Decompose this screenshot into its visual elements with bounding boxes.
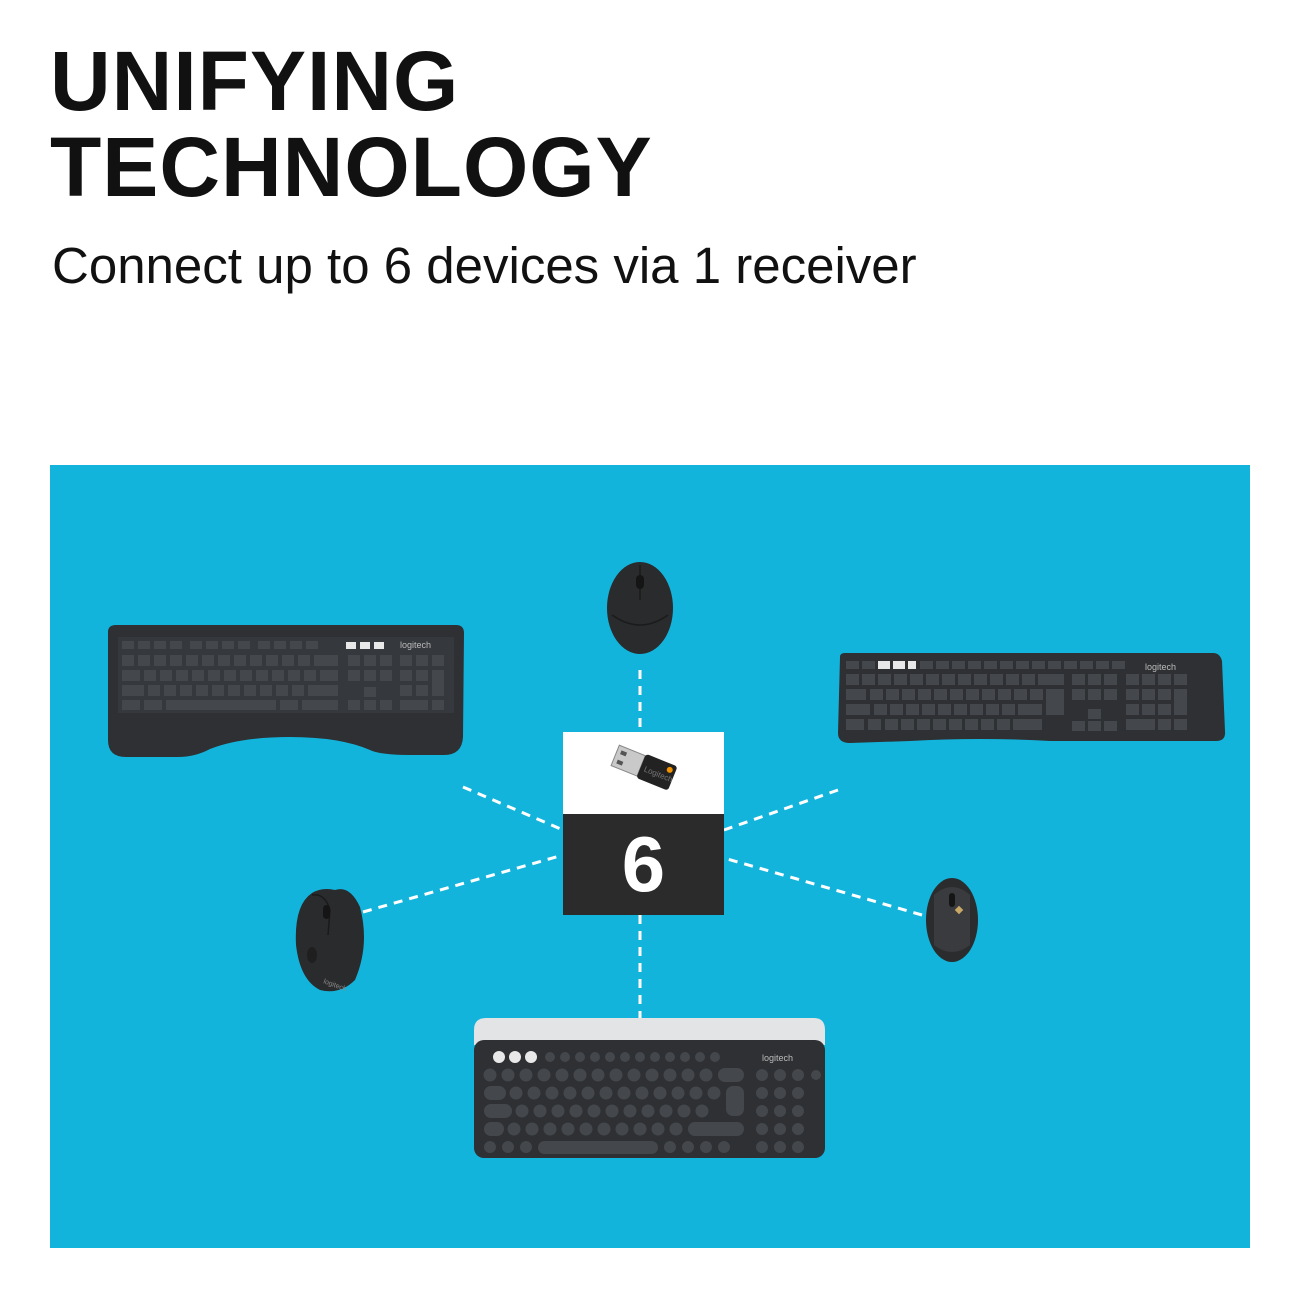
title-line-2: TECHNOLOGY bbox=[50, 120, 653, 214]
usb-receiver-icon: Logitech bbox=[610, 744, 677, 790]
page-title: UNIFYING TECHNOLOGY bbox=[50, 38, 653, 210]
device-count: 6 bbox=[563, 814, 724, 915]
receiver-tile: Logitech bbox=[563, 732, 724, 814]
title-line-1: UNIFYING bbox=[50, 34, 460, 128]
connector-left-mouse bbox=[362, 853, 564, 914]
keyboard-brand-label: logitech bbox=[1145, 662, 1176, 672]
left-mouse: logitech bbox=[295, 889, 364, 993]
keyboard-brand-label: logitech bbox=[762, 1053, 793, 1063]
top-mouse bbox=[607, 562, 673, 654]
connector-right-keyboard bbox=[723, 788, 839, 832]
connector-lines bbox=[362, 670, 923, 1018]
right-mouse bbox=[926, 878, 978, 962]
connector-right-mouse bbox=[723, 856, 923, 917]
top-left-keyboard: logitech bbox=[108, 625, 464, 757]
device-diagram-panel: logitech bbox=[50, 465, 1250, 1248]
subtitle: Connect up to 6 devices via 1 receiver bbox=[52, 237, 917, 294]
keyboard-brand-label: logitech bbox=[400, 640, 431, 650]
unifying-hub: Logitech 6 bbox=[563, 732, 724, 915]
right-keyboard: logitech bbox=[838, 653, 1226, 743]
connector-top-left-keyboard bbox=[462, 785, 564, 832]
bottom-keyboard: logitech bbox=[474, 1018, 825, 1158]
connection-diagram: logitech bbox=[108, 562, 1226, 1158]
